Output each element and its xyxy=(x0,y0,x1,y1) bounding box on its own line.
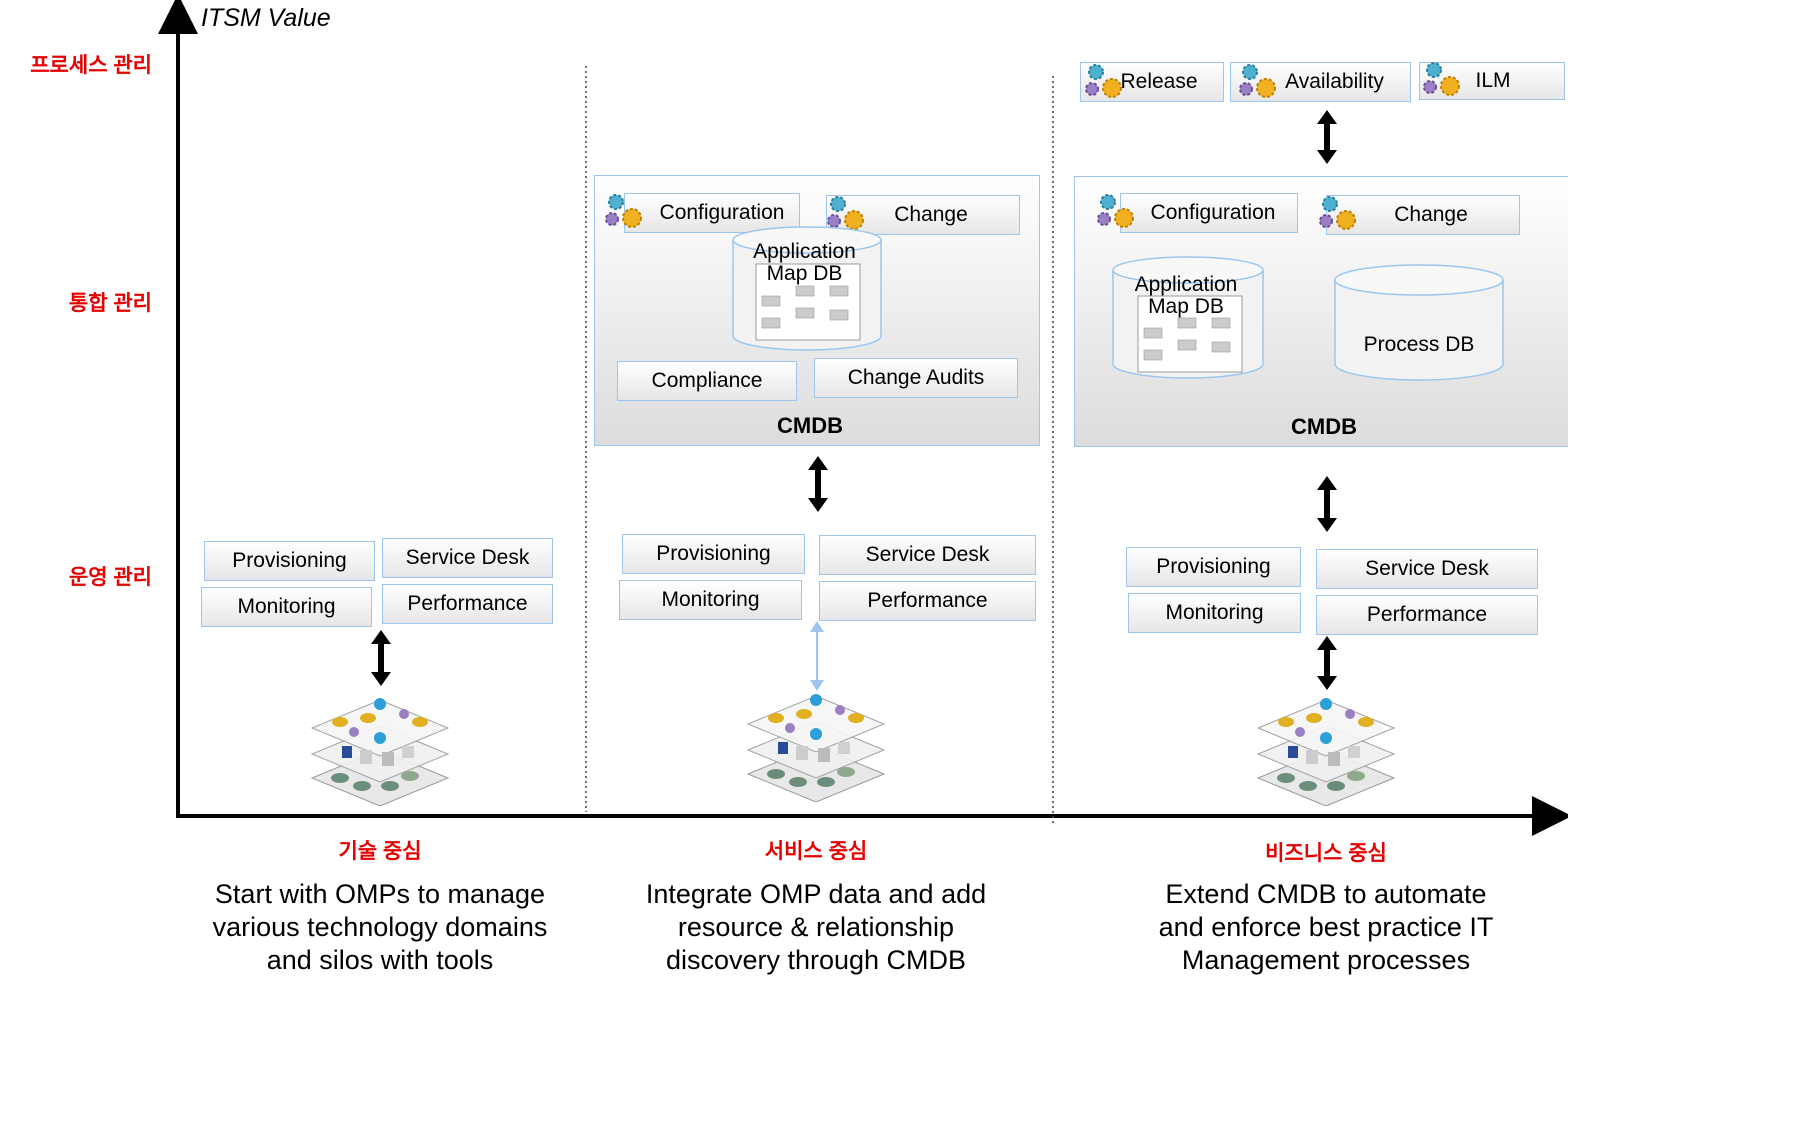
col1-performance: Performance xyxy=(382,584,553,624)
col3-cmdb-label: CMDB xyxy=(1291,414,1357,439)
col2-db-line-2: Map DB xyxy=(766,262,843,285)
col3-top-double-arrow xyxy=(1317,110,1337,164)
col2-service-desk: Service Desk xyxy=(819,535,1036,575)
col2-application-map-db xyxy=(732,226,882,351)
col2-performance: Performance xyxy=(819,581,1036,621)
gears-icon xyxy=(605,194,642,228)
col3-desc-line-2: and enforce best practice IT xyxy=(1158,912,1494,942)
y-axis-title: ITSM Value xyxy=(201,4,331,32)
col3-desc-line-3: Management processes xyxy=(1181,945,1471,975)
col3-provisioning: Provisioning xyxy=(1126,547,1301,587)
col1-desc-line-2: various technology domains xyxy=(212,912,548,942)
col2-desc-line-3: discovery through CMDB xyxy=(665,945,967,975)
col3-change: Change xyxy=(1326,195,1520,235)
col1-service-desk: Service Desk xyxy=(382,538,553,578)
col3-db-line-1: Application xyxy=(1134,273,1238,296)
col3-ilm-label: ILM xyxy=(1475,69,1511,92)
category-technology: 기술 중심 xyxy=(338,840,422,863)
col3-db-line-2: Map DB xyxy=(1148,295,1224,318)
col2-change-audits: Change Audits xyxy=(814,358,1018,398)
gears-icon xyxy=(1085,64,1122,98)
col2-change: Change xyxy=(826,195,1020,235)
col3-service-desk: Service Desk xyxy=(1316,549,1538,589)
infrastructure-stack-icon xyxy=(1256,698,1396,806)
col3-configuration: Configuration xyxy=(1120,193,1298,233)
col2-configuration: Configuration xyxy=(624,193,800,233)
col1-description: Start with OMPs to manage various techno… xyxy=(180,878,580,977)
col2-configuration-label: Configuration xyxy=(659,201,785,224)
col2-compliance: Compliance xyxy=(617,361,797,401)
col3-bottom-double-arrow xyxy=(1317,636,1337,690)
gears-icon xyxy=(1423,62,1460,96)
col3-description: Extend CMDB to automate and enforce best… xyxy=(1120,878,1532,977)
level-process: 프로세스 관리 xyxy=(30,54,152,77)
col3-process-db-label: Process DB xyxy=(1363,333,1475,356)
col3-configuration-label: Configuration xyxy=(1150,201,1276,224)
gears-icon xyxy=(827,196,864,230)
col2-change-label: Change xyxy=(894,203,968,226)
col3-application-map-db xyxy=(1112,256,1264,379)
col3-change-label: Change xyxy=(1394,203,1468,226)
infrastructure-stack-icon xyxy=(746,694,886,802)
level-integration: 통합 관리 xyxy=(68,292,152,315)
category-business: 비즈니스 중심 xyxy=(1265,842,1387,865)
col3-process-db-cylinder xyxy=(1334,264,1504,381)
col3-release: Release xyxy=(1080,62,1224,102)
col2-db-label: Application Map DB xyxy=(732,241,877,285)
axes xyxy=(158,0,1568,836)
col3-desc-line-1: Extend CMDB to automate xyxy=(1165,879,1487,909)
col1-provisioning: Provisioning xyxy=(204,541,375,581)
col2-description: Integrate OMP data and add resource & re… xyxy=(610,878,1022,977)
col2-double-arrow xyxy=(808,456,828,512)
col3-performance: Performance xyxy=(1316,595,1538,635)
col2-light-double-arrow xyxy=(810,621,824,691)
gears-icon xyxy=(1319,196,1356,230)
col3-availability-label: Availability xyxy=(1285,70,1384,93)
category-service: 서비스 중심 xyxy=(764,840,868,863)
gears-icon xyxy=(1097,194,1134,228)
gears-icon xyxy=(1239,64,1276,98)
col2-desc-line-1: Integrate OMP data and add xyxy=(645,879,987,909)
col2-cmdb-label: CMDB xyxy=(777,413,843,438)
col2-provisioning: Provisioning xyxy=(622,534,805,574)
col2-db-line-1: Application xyxy=(753,240,856,263)
level-operation: 운영 관리 xyxy=(68,566,152,589)
col2-desc-line-2: resource & relationship xyxy=(677,912,955,942)
col3-db-label: Application Map DB xyxy=(1112,274,1260,318)
col3-mid-double-arrow xyxy=(1317,476,1337,532)
col1-monitoring: Monitoring xyxy=(201,587,372,627)
itsm-value-diagram: ITSM Value 프로세스 관리 통합 관리 운영 관리 Provision… xyxy=(30,0,1568,977)
col2-monitoring: Monitoring xyxy=(619,580,802,620)
infrastructure-stack-icon xyxy=(310,698,450,806)
col1-double-arrow xyxy=(371,630,391,686)
col3-release-label: Release xyxy=(1120,70,1198,93)
col1-desc-line-1: Start with OMPs to manage xyxy=(214,879,546,909)
col3-monitoring: Monitoring xyxy=(1128,593,1301,633)
col1-desc-line-3: and silos with tools xyxy=(266,945,494,975)
